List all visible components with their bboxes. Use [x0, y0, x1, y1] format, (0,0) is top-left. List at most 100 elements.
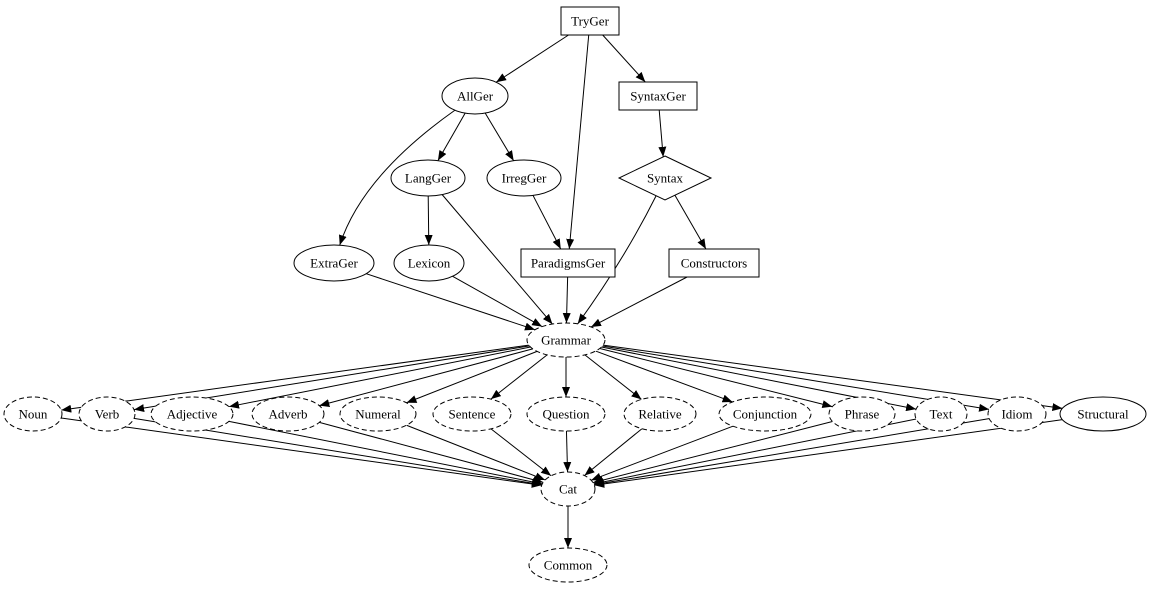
- edge-Syntax-Grammar: [577, 195, 657, 325]
- edge-Phrase-Cat: [592, 421, 833, 485]
- node-shape-rect: [668, 248, 760, 278]
- node-shape-ellipse: [150, 396, 234, 432]
- node-IrregGer: IrregGer: [486, 159, 562, 197]
- edge-Grammar-Idiom: [602, 345, 990, 412]
- node-Syntax: Syntax: [617, 155, 713, 201]
- node-label: Numeral: [355, 407, 401, 422]
- edge-Grammar-Numeral: [406, 350, 538, 404]
- edge-Relative-Cat: [584, 428, 643, 476]
- edge-Structural-Cat: [594, 419, 1063, 488]
- edge-LangGer-Grammar: [441, 194, 553, 325]
- edge-Idiom-Cat: [594, 418, 990, 487]
- node-shape-ellipse: [393, 244, 465, 282]
- node-Adverb: Adverb: [251, 396, 325, 432]
- node-SyntaxGer: SyntaxGer: [618, 81, 698, 111]
- edge-TryGer-SyntaxGer: [602, 34, 646, 83]
- edge-Syntax-Constructors: [674, 194, 707, 250]
- node-shape-ellipse: [528, 547, 608, 583]
- node-label: Adjective: [167, 407, 218, 422]
- node-AllGer: AllGer: [441, 77, 509, 115]
- edge-Grammar-Relative: [584, 354, 642, 400]
- node-label: Phrase: [845, 407, 880, 422]
- node-shape-ellipse: [540, 471, 596, 507]
- node-Idiom: Idiom: [987, 396, 1047, 432]
- node-Structural: Structural: [1059, 396, 1147, 432]
- node-shape-ellipse: [914, 396, 968, 432]
- edge-AllGer-IrregGer: [484, 112, 515, 161]
- node-Noun: Noun: [3, 396, 63, 432]
- node-shape-rect: [618, 81, 698, 111]
- node-label: Noun: [19, 407, 48, 422]
- node-shape-ellipse: [718, 396, 812, 432]
- node-label: TryGer: [571, 14, 609, 29]
- node-label: Common: [544, 558, 593, 573]
- node-shape-ellipse: [828, 396, 896, 432]
- node-label: Idiom: [1001, 407, 1032, 422]
- node-label: AllGer: [457, 89, 494, 104]
- node-label: Structural: [1077, 407, 1129, 422]
- node-shape-ellipse: [78, 396, 136, 432]
- edge-Noun-Cat: [61, 417, 542, 488]
- edge-Question-Cat: [563, 430, 572, 473]
- node-label: Constructors: [681, 256, 747, 271]
- node-label: LangGer: [405, 171, 452, 186]
- edge-TryGer-ParadigmsGer: [566, 34, 590, 250]
- node-label: SyntaxGer: [630, 89, 686, 104]
- node-shape-rect: [560, 6, 620, 36]
- node-shape-ellipse: [486, 159, 562, 197]
- node-LangGer: LangGer: [390, 159, 466, 197]
- node-shape-ellipse: [390, 159, 466, 197]
- node-Grammar: Grammar: [526, 322, 606, 358]
- node-Numeral: Numeral: [339, 396, 417, 432]
- node-label: Verb: [95, 407, 120, 422]
- node-Cat: Cat: [540, 471, 596, 507]
- node-label: Adverb: [269, 407, 308, 422]
- node-label: Relative: [638, 407, 682, 422]
- node-TryGer: TryGer: [560, 6, 620, 36]
- edge-Grammar-Phrase: [599, 347, 833, 409]
- node-label: Conjunction: [733, 407, 798, 422]
- edge-IrregGer-ParadigmsGer: [532, 195, 562, 250]
- edge-ExtraGer-Grammar: [366, 273, 536, 331]
- node-shape-ellipse: [293, 244, 375, 282]
- node-ExtraGer: ExtraGer: [293, 244, 375, 282]
- node-Constructors: Constructors: [668, 248, 760, 278]
- node-label: Syntax: [647, 171, 684, 186]
- node-shape-ellipse: [623, 396, 697, 432]
- node-Sentence: Sentence: [432, 396, 512, 432]
- edge-AllGer-LangGer: [437, 112, 466, 161]
- node-label: Lexicon: [408, 256, 451, 271]
- edge-Grammar-Sentence: [490, 354, 548, 400]
- node-Lexicon: Lexicon: [393, 244, 465, 282]
- node-label: Grammar: [541, 333, 591, 348]
- node-label: ExtraGer: [310, 256, 358, 271]
- edge-Grammar-Structural: [603, 344, 1063, 412]
- node-label: Text: [930, 407, 953, 422]
- edge-Adjective-Cat: [228, 420, 543, 486]
- edge-AllGer-ExtraGer: [338, 109, 456, 246]
- node-label: Question: [543, 407, 590, 422]
- edge-Grammar-Conjunction: [595, 350, 733, 403]
- edge-TryGer-AllGer: [495, 34, 569, 83]
- edge-SyntaxGer-Syntax: [658, 109, 667, 157]
- node-shape-ellipse: [3, 396, 63, 432]
- node-shape-ellipse: [251, 396, 325, 432]
- edge-Grammar-Noun: [61, 344, 529, 413]
- node-shape-ellipse: [1059, 396, 1147, 432]
- edge-Conjunction-Cat: [590, 425, 734, 481]
- node-Common: Common: [528, 547, 608, 583]
- edge-Grammar-Adverb: [319, 348, 533, 407]
- edge-ParadigmsGer-Grammar: [562, 276, 571, 324]
- node-shape-ellipse: [987, 396, 1047, 432]
- node-shape-diamond: [617, 155, 713, 201]
- node-shape-ellipse: [526, 322, 606, 358]
- edge-Grammar-Adjective: [228, 346, 531, 409]
- node-label: ParadigmsGer: [531, 256, 606, 271]
- edge-Numeral-Cat: [406, 424, 546, 481]
- edge-Lexicon-Grammar: [452, 275, 543, 328]
- node-shape-ellipse: [526, 396, 606, 432]
- node-Relative: Relative: [623, 396, 697, 432]
